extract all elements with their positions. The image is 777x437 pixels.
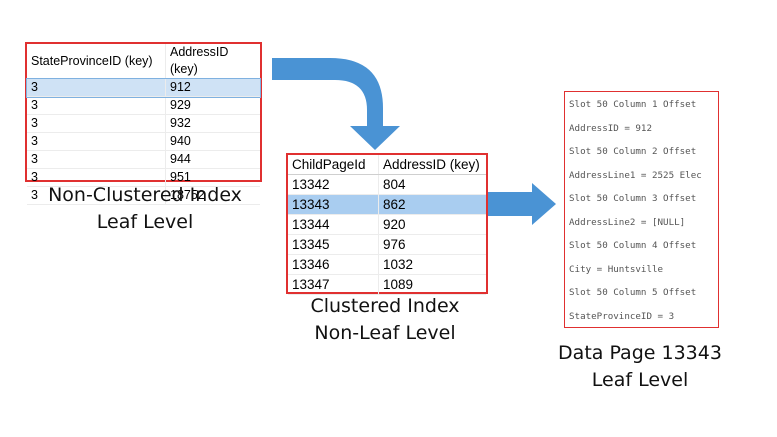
table-cell: 3 [27,96,166,115]
table-row[interactable]: 3 18752 [27,186,260,205]
table-cell: 862 [378,194,486,215]
table-row[interactable]: 13342 804 [288,174,486,195]
table-row[interactable]: 3 944 [27,150,260,169]
table-row[interactable]: 3 951 [27,168,260,187]
caption-line: Leaf Level [96,211,194,233]
table-cell: 3 [27,186,166,205]
table-row[interactable]: 3 929 [27,96,260,115]
data-page-line: AddressLine2 = [NULL] [569,216,686,228]
table-cell: 13345 [288,234,379,255]
table-row-selected[interactable]: 13343 862 [288,194,486,215]
table-cell: 951 [165,168,260,187]
table-cell: 13344 [288,214,379,235]
table-row[interactable]: 13345 976 [288,234,486,255]
table-cell: 13342 [288,174,379,195]
table-cell: 976 [378,234,486,255]
clustered-caption: Clustered Index Non-Leaf Level [290,293,480,347]
table-header-row: ChildPageId AddressID (key) [288,155,486,175]
table-cell: 3 [27,150,166,169]
table-row[interactable]: 13347 1089 [288,274,486,295]
caption-line: Data Page 13343 [558,342,722,364]
table-cell: 3 [27,78,166,97]
table-cell: 912 [165,78,260,97]
table-row[interactable]: 13344 920 [288,214,486,235]
table-row-selected[interactable]: 3 912 [26,77,261,98]
table-cell: 3 [27,168,166,187]
table-cell: 944 [165,150,260,169]
data-page-line: Slot 50 Column 3 Offset [569,193,697,204]
table-cell: 13347 [288,274,379,295]
data-page-caption: Data Page 13343 Leaf Level [540,340,740,394]
table-cell: 3 [27,114,166,133]
table-cell: 1032 [378,254,486,275]
data-page-line: Slot 50 Column 4 Offset [569,240,697,251]
column-header: AddressID (key) [165,44,260,79]
table-cell: 929 [165,96,260,115]
table-cell: 13343 [288,194,379,215]
table-cell: 1089 [378,274,486,295]
curved-arrow-down [272,58,400,150]
nonclustered-index-table: StateProvinceID (key) AddressID (key) 3 … [25,42,262,205]
column-header: ChildPageId [288,155,379,175]
caption-line: Non-Clustered Index [48,184,242,206]
table-cell: 3 [27,132,166,151]
data-page-line: Slot 50 Column 1 Offset [569,99,697,110]
table-cell: 932 [165,114,260,133]
nonclustered-caption: Non-Clustered Index Leaf Level [30,182,260,236]
data-page-panel: Slot 50 Column 1 Offset AddressID = 912 … [564,91,719,328]
table-row[interactable]: 3 932 [27,114,260,133]
table-cell: 804 [378,174,486,195]
data-page-line: AddressID = 912 [569,122,652,134]
table-row[interactable]: 3 940 [27,132,260,151]
column-header: StateProvinceID (key) [27,44,166,79]
data-page-line: AddressLine1 = 2525 Elec [569,169,702,181]
table-cell: 13346 [288,254,379,275]
table-cell: 940 [165,132,260,151]
data-page-line: Slot 50 Column 5 Offset [569,287,697,298]
caption-line: Clustered Index [310,295,460,317]
data-page-line: StateProvinceID = 3 [569,310,675,322]
table-cell: 920 [378,214,486,235]
column-header: AddressID (key) [378,155,486,175]
table-row[interactable]: 13346 1032 [288,254,486,275]
caption-line: Leaf Level [591,369,689,391]
clustered-index-table: ChildPageId AddressID (key) 13342 804 13… [286,153,488,295]
table-header-row: StateProvinceID (key) AddressID (key) [27,44,260,79]
data-page-line: Slot 50 Column 2 Offset [569,146,697,157]
caption-line: Non-Leaf Level [314,322,456,344]
table-cell: 18752 [165,186,260,205]
data-page-line: City = Huntsville [569,263,664,275]
